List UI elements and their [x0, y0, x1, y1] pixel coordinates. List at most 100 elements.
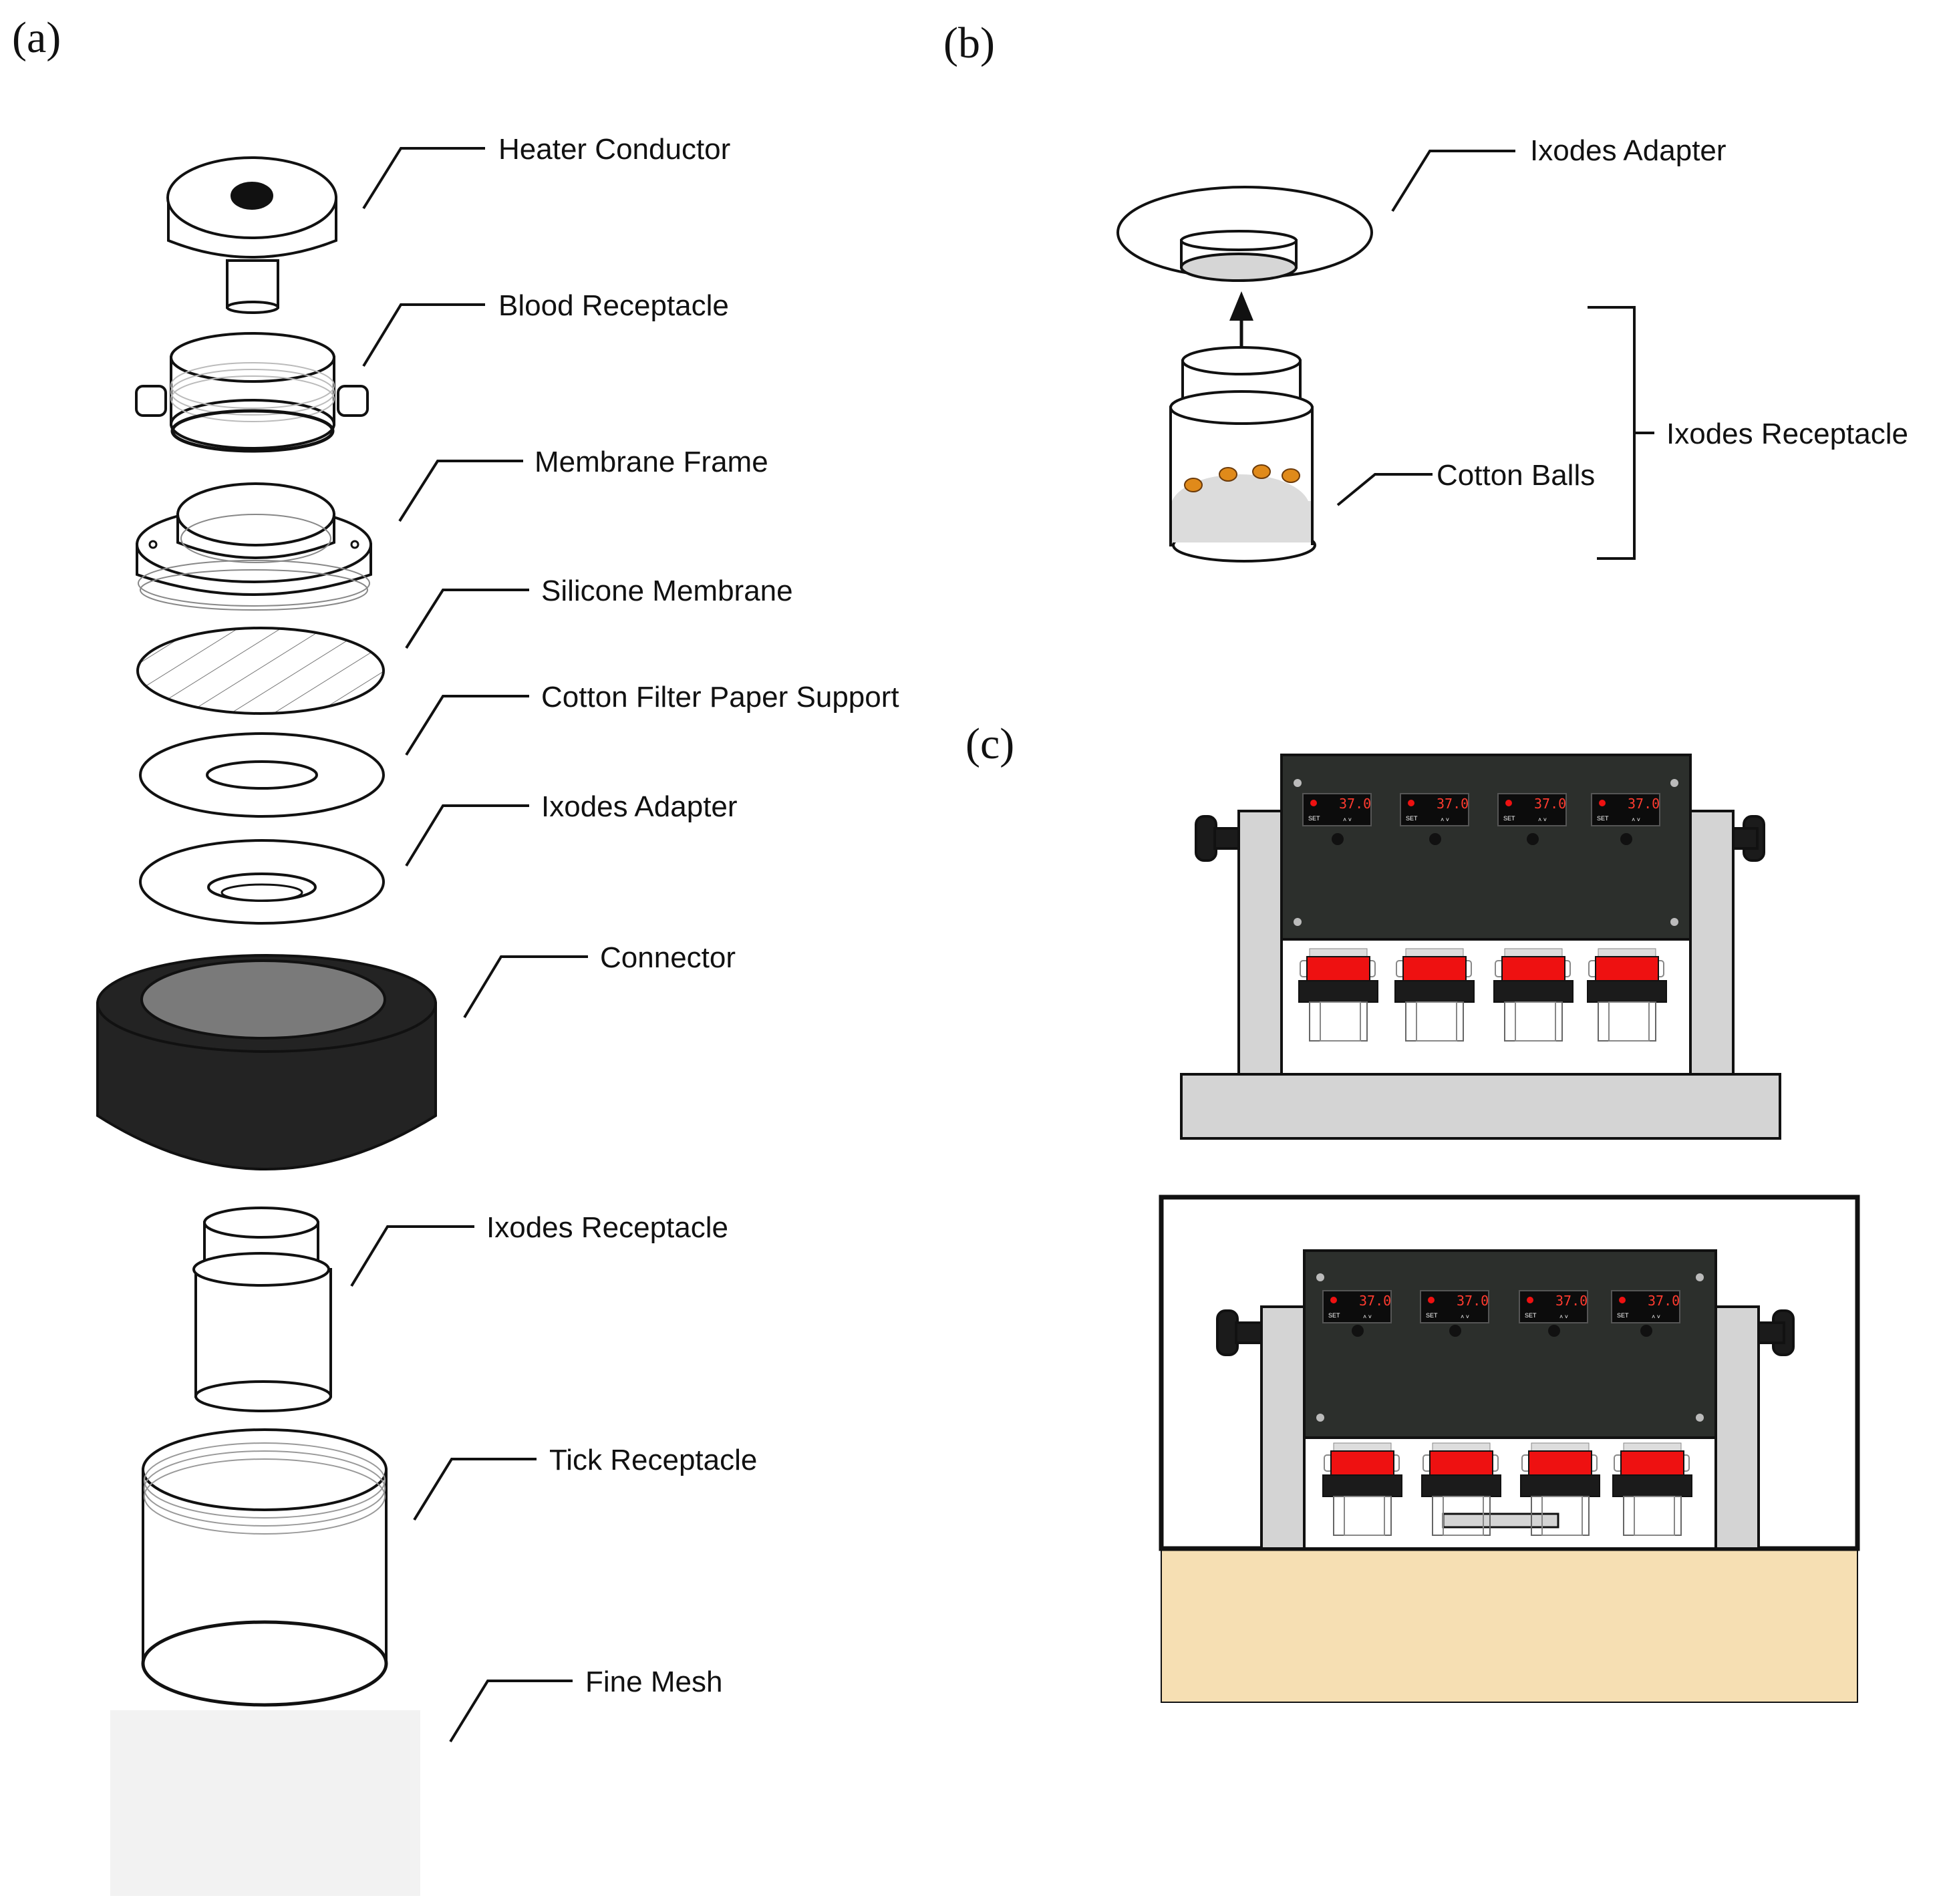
controller-display: [1591, 793, 1660, 826]
panel-label-c: (c): [965, 720, 1014, 768]
controller-display: [1322, 1290, 1392, 1323]
panel-a-exploded-view: [96, 147, 588, 1896]
label-ixodes-adapter-b: Ixodes Adapter: [1530, 134, 1727, 167]
set-label: SET: [1406, 815, 1418, 822]
panel-screw: [1316, 1414, 1324, 1422]
connector-block: [1298, 980, 1378, 1003]
label-cotton-filter-paper-support: Cotton Filter Paper Support: [541, 681, 899, 713]
panel-b-ixodes-assembly: [1116, 150, 1654, 563]
indicator-led: [1428, 1297, 1435, 1303]
panel-screw: [1670, 918, 1678, 926]
controller-knob: [1332, 833, 1344, 845]
set-label: SET: [1328, 1312, 1340, 1319]
label-fine-mesh: Fine Mesh: [585, 1665, 722, 1698]
panel-screw: [1670, 779, 1678, 787]
panel-screw: [1294, 918, 1302, 926]
connector-block: [1587, 980, 1667, 1003]
silicone-membrane-drawing: [136, 627, 385, 715]
controller-display: [1497, 793, 1567, 826]
feeder-unit-top: [1180, 754, 1781, 1140]
panel-screw: [1316, 1273, 1324, 1281]
blood-receptacle-red: [1620, 1450, 1684, 1476]
indicator-led: [1408, 800, 1414, 806]
label-heater-conductor: Heater Conductor: [498, 133, 730, 166]
connector-block: [1322, 1474, 1402, 1497]
controller-display: [1420, 1290, 1489, 1323]
controller-knob: [1527, 833, 1539, 845]
label-ixodes-receptacle-b: Ixodes Receptacle: [1666, 418, 1908, 450]
controller-knob: [1429, 833, 1441, 845]
panel-screw: [1696, 1273, 1704, 1281]
ixodes-receptacle-outline: [1443, 1496, 1484, 1536]
set-label: SET: [1597, 815, 1609, 822]
panel-label-a: (a): [12, 13, 61, 62]
connector-block: [1612, 1474, 1692, 1497]
label-connector: Connector: [600, 941, 736, 974]
set-label: SET: [1617, 1312, 1629, 1319]
blood-receptacle-red: [1402, 956, 1467, 981]
connector-drawing: [96, 954, 437, 1170]
indicator-led: [1330, 1297, 1337, 1303]
label-tick-receptacle: Tick Receptacle: [549, 1444, 757, 1476]
ixodes-adapter-drawing-a: [139, 839, 385, 925]
ixodes-receptacle-outline: [1344, 1496, 1385, 1536]
arrow-buttons: ˄ ˅: [1363, 1313, 1372, 1320]
arrow-buttons: ˄ ˅: [1652, 1313, 1660, 1320]
panel-screw: [1294, 779, 1302, 787]
indicator-led: [1599, 800, 1606, 806]
arrow-buttons: ˄ ˅: [1559, 1313, 1568, 1320]
connector-block: [1394, 980, 1475, 1003]
temperature-readout: 37.0: [1359, 1293, 1391, 1309]
blood-receptacle-red: [1330, 1450, 1394, 1476]
controller-knob: [1640, 1325, 1652, 1337]
temperature-readout: 37.0: [1457, 1293, 1489, 1309]
label-cotton-balls: Cotton Balls: [1437, 459, 1595, 492]
heater-conductor-drawing: [166, 156, 337, 314]
indicator-led: [1310, 800, 1317, 806]
indicator-led: [1505, 800, 1512, 806]
controller-display: [1519, 1290, 1588, 1323]
panel-screw: [1696, 1414, 1704, 1422]
ixodes-receptacle-outline: [1608, 1001, 1650, 1042]
blood-receptacle-drawing: [135, 332, 369, 453]
controller-knob: [1620, 833, 1632, 845]
temperature-readout: 37.0: [1339, 796, 1371, 812]
ixodes-receptacle-outline: [1634, 1496, 1675, 1536]
controller-knob: [1352, 1325, 1364, 1337]
connector-block: [1421, 1474, 1501, 1497]
ixodes-receptacle-outline: [1320, 1001, 1361, 1042]
ixodes-receptacle-outline: [1541, 1496, 1583, 1536]
label-silicone-membrane: Silicone Membrane: [541, 575, 793, 607]
label-ixodes-receptacle-a: Ixodes Receptacle: [486, 1211, 728, 1244]
ixodes-receptacle-outline: [1515, 1001, 1556, 1042]
membrane-frame-drawing: [136, 482, 372, 611]
controller-display: [1302, 793, 1372, 826]
connector-block: [1520, 1474, 1600, 1497]
panel-label-b: (b): [943, 19, 995, 67]
controller-knob: [1548, 1325, 1560, 1337]
temperature-readout: 37.0: [1628, 796, 1660, 812]
indicator-led: [1619, 1297, 1626, 1303]
set-label: SET: [1308, 815, 1320, 822]
feeder-unit-enclosure: [1159, 1195, 1860, 1703]
connector-block: [1493, 980, 1574, 1003]
indicator-led: [1527, 1297, 1533, 1303]
blood-receptacle-red: [1501, 956, 1565, 981]
set-label: SET: [1503, 815, 1515, 822]
temperature-readout: 37.0: [1534, 796, 1566, 812]
arrow-buttons: ˄ ˅: [1461, 1313, 1469, 1320]
fine-mesh-drawing: [110, 1710, 420, 1896]
label-blood-receptacle: Blood Receptacle: [498, 289, 729, 322]
temperature-readout: 37.0: [1555, 1293, 1588, 1309]
temperature-readout: 37.0: [1648, 1293, 1680, 1309]
set-label: SET: [1426, 1312, 1438, 1319]
ticks-on-cotton: [1184, 464, 1300, 492]
label-membrane-frame: Membrane Frame: [535, 446, 768, 478]
label-ixodes-adapter-a: Ixodes Adapter: [541, 790, 738, 823]
arrow-buttons: ˄ ˅: [1538, 816, 1547, 823]
temperature-readout: 37.0: [1437, 796, 1469, 812]
arrow-buttons: ˄ ˅: [1343, 816, 1352, 823]
controller-knob: [1449, 1325, 1461, 1337]
